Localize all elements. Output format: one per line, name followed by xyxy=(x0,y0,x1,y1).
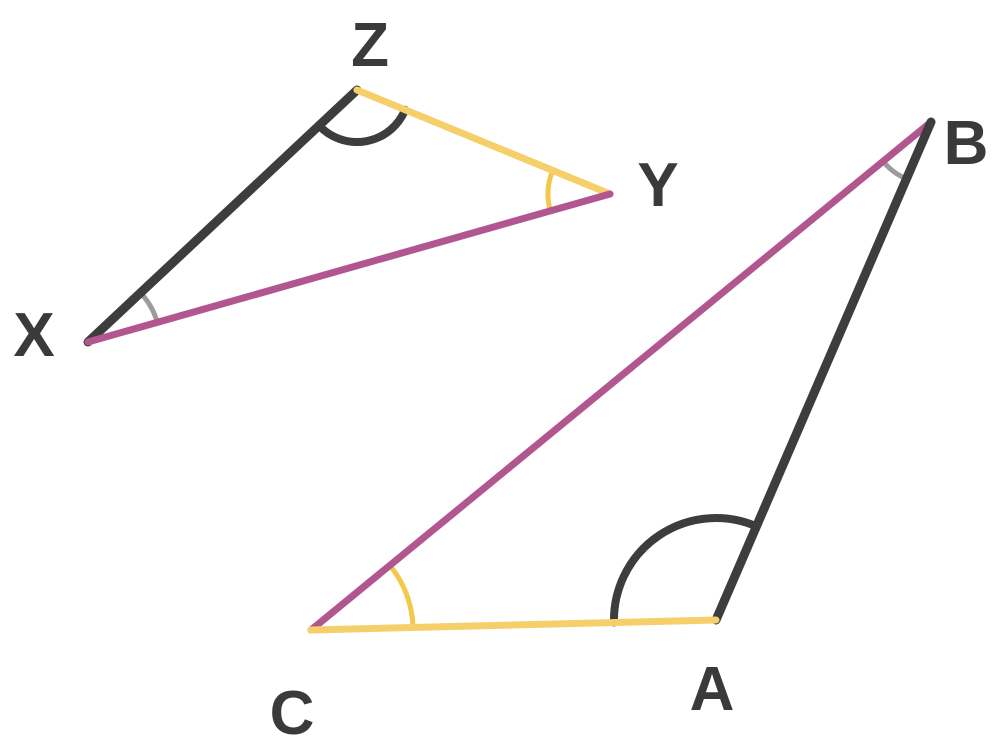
angle-mark-a xyxy=(609,514,761,627)
vertex-label-y: Y xyxy=(637,151,678,220)
vertex-label-a: A xyxy=(690,655,735,724)
angle-mark-z xyxy=(315,105,410,146)
side-xz xyxy=(83,85,362,347)
vertex-label-c: C xyxy=(270,679,315,748)
angle-mark-y xyxy=(545,167,556,214)
side-cb xyxy=(307,118,935,634)
vertex-label-x: X xyxy=(13,301,54,370)
triangle-abc xyxy=(307,117,936,634)
angle-mark-c xyxy=(387,562,416,630)
side-yx xyxy=(84,190,614,346)
triangle-xyz xyxy=(83,85,614,347)
side-zy xyxy=(353,86,614,198)
vertex-label-b: B xyxy=(944,109,989,178)
side-ba xyxy=(711,117,936,625)
angle-mark-x xyxy=(138,290,160,325)
side-ca xyxy=(307,616,720,634)
vertex-label-z: Z xyxy=(351,11,389,80)
